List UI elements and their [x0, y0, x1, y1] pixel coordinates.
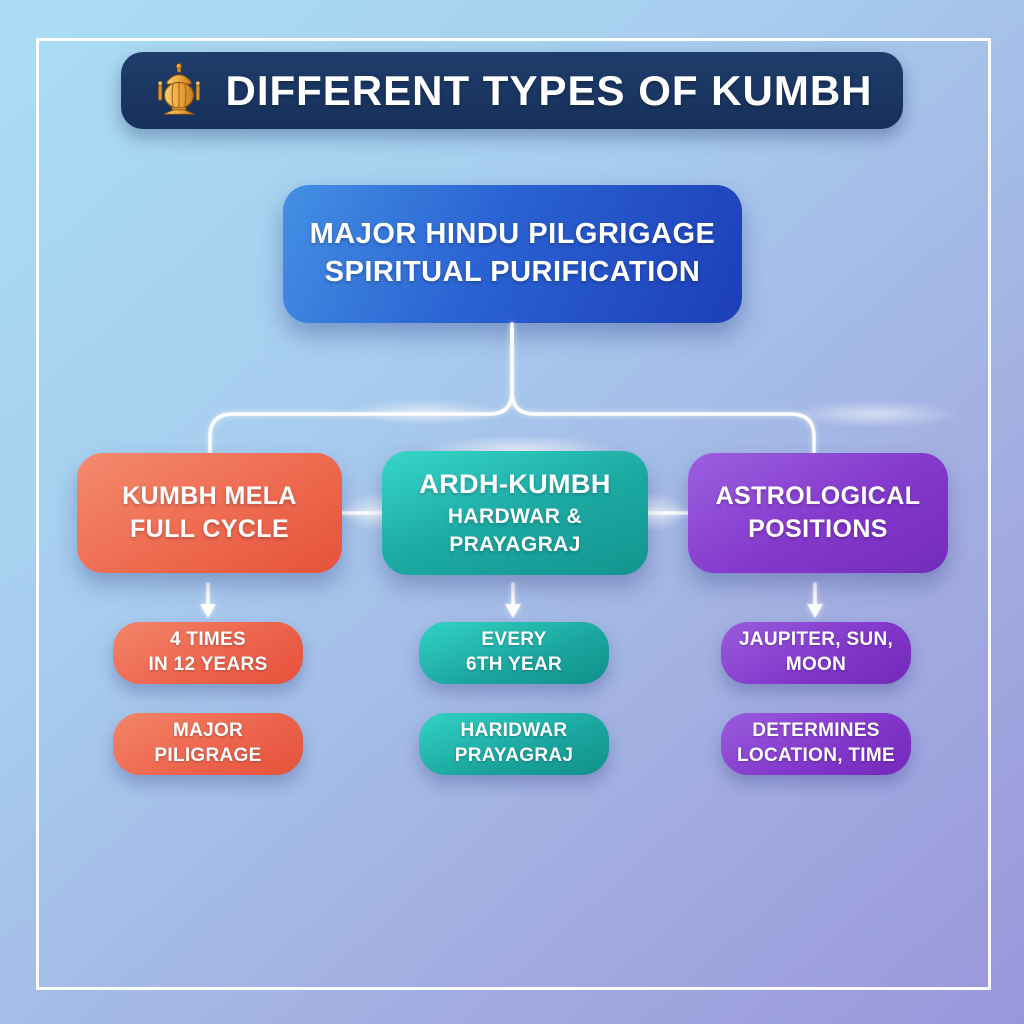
child-line1: 4 TIMES: [169, 629, 246, 651]
branch-heading-line2: HARDWAR & PRAYAGRAJ: [447, 505, 583, 556]
flare-glow: [790, 400, 960, 428]
child-node-jupiter-sun-moon: JAUPITER, SUN, MOON: [721, 622, 911, 684]
child-node-4-times: 4 TIMES IN 12 YEARS: [113, 622, 303, 684]
child-line1: HARIDWAR: [460, 720, 568, 742]
flare-glow: [350, 398, 500, 426]
arrow-head-2: [505, 604, 521, 618]
child-node-determines-location-time: DETERMINES LOCATION, TIME: [721, 713, 911, 775]
branch-heading-line1: ASTROLOGICAL: [715, 482, 921, 510]
arrow-head-1: [200, 604, 216, 618]
root-node-line2: SPIRITUAL PURIFICATION: [324, 256, 701, 288]
branch-heading-line2: POSITIONS: [748, 515, 888, 543]
child-line2: PILIGRAGE: [154, 745, 262, 766]
fork-left-line: [208, 322, 514, 454]
branch-heading-line2: FULL CYCLE: [129, 515, 290, 543]
title-bar: DIFFERENT TYPES OF KUMBH: [121, 52, 903, 129]
child-line2: LOCATION, TIME: [737, 745, 895, 766]
child-line2: PRAYAGRAJ: [454, 745, 574, 766]
arrow-head-3: [807, 604, 823, 618]
branch-kumbh-mela: KUMBH MELA FULL CYCLE: [77, 453, 342, 573]
lantern-icon: [158, 62, 201, 115]
branch-ardh-kumbh: ARDH-KUMBH HARDWAR & PRAYAGRAJ: [382, 451, 648, 575]
child-node-haridwar-prayagraj: HARIDWAR PRAYAGRAJ: [419, 713, 609, 775]
branch-heading-line1: ARDH-KUMBH: [419, 469, 611, 500]
root-node: MAJOR HINDU PILGRIGAGE SPIRITUAL PURIFIC…: [283, 185, 742, 323]
child-node-every-6th-year: EVERY 6TH YEAR: [419, 622, 609, 684]
child-line1: MAJOR: [172, 720, 244, 742]
child-node-major-piligrage: MAJOR PILIGRAGE: [113, 713, 303, 775]
child-line1: JAUPITER, SUN,: [738, 629, 894, 651]
page-title: DIFFERENT TYPES OF KUMBH: [225, 66, 873, 114]
root-node-line1: MAJOR HINDU PILGRIGAGE: [309, 218, 716, 251]
child-line1: DETERMINES: [752, 720, 880, 742]
fork-right-line: [510, 322, 816, 454]
child-line2: MOON: [785, 654, 847, 675]
branch-heading-line1: KUMBH MELA: [122, 482, 297, 510]
child-line2: IN 12 YEARS: [148, 654, 268, 675]
child-line1: EVERY: [481, 629, 547, 651]
child-line2: 6TH YEAR: [465, 654, 563, 675]
branch-astrological: ASTROLOGICAL POSITIONS: [688, 453, 948, 573]
